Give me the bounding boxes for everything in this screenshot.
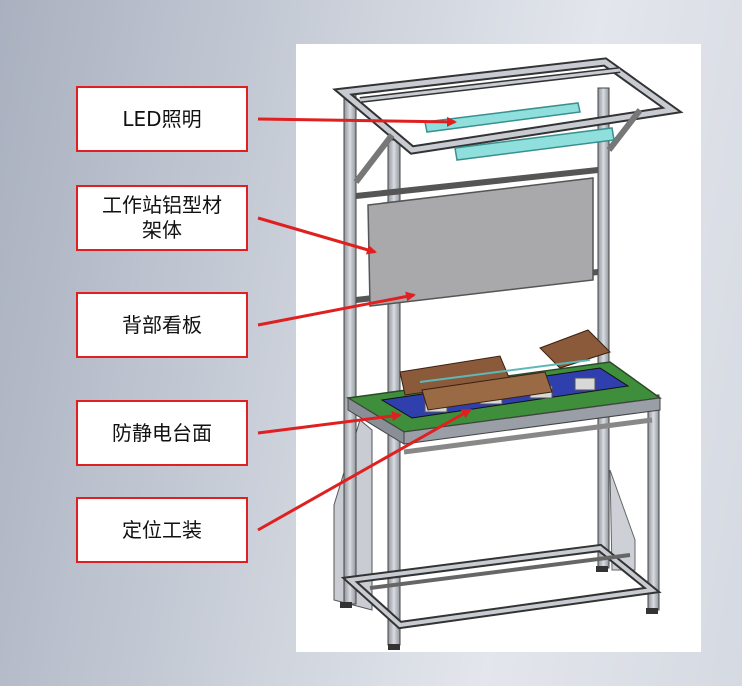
top-frame-inner: [336, 59, 679, 153]
foot: [388, 644, 400, 650]
led-light-bar-1: [424, 102, 581, 133]
fixture-rail: [419, 359, 591, 383]
lower-cross-bar: [369, 553, 631, 590]
led-light-bar-2: [454, 127, 615, 161]
rear-bar-upper: [355, 167, 599, 199]
callout-led-lighting: LED照明: [76, 86, 248, 152]
brace-right: [606, 108, 643, 152]
foot: [596, 566, 608, 572]
arrow-esd: [257, 411, 402, 435]
lower-frame-highlight: [345, 545, 657, 628]
foot: [646, 608, 658, 614]
foot: [340, 602, 352, 608]
arrow-fixture: [257, 408, 472, 532]
callout-esd-table-top: 防静电台面: [76, 400, 248, 466]
callout-aluminum-frame: 工作站铝型材 架体: [76, 185, 248, 251]
side-gusset-plate-right: [609, 469, 636, 571]
callout-positioning-fixture: 定位工装: [76, 497, 248, 563]
arrow-frame: [257, 216, 377, 255]
back-board: [367, 177, 594, 307]
top-cross-bar-highlight: [359, 68, 621, 102]
part-front: [421, 371, 553, 411]
brace-left: [353, 133, 395, 184]
table-apron: [403, 417, 653, 455]
arrow-back-board: [257, 291, 416, 327]
arrow-led: [257, 116, 457, 127]
table-top-front-edge: [403, 397, 661, 445]
fixture-block: [574, 377, 596, 391]
callout-back-board: 背部看板: [76, 292, 248, 358]
part-angled: [539, 329, 611, 369]
